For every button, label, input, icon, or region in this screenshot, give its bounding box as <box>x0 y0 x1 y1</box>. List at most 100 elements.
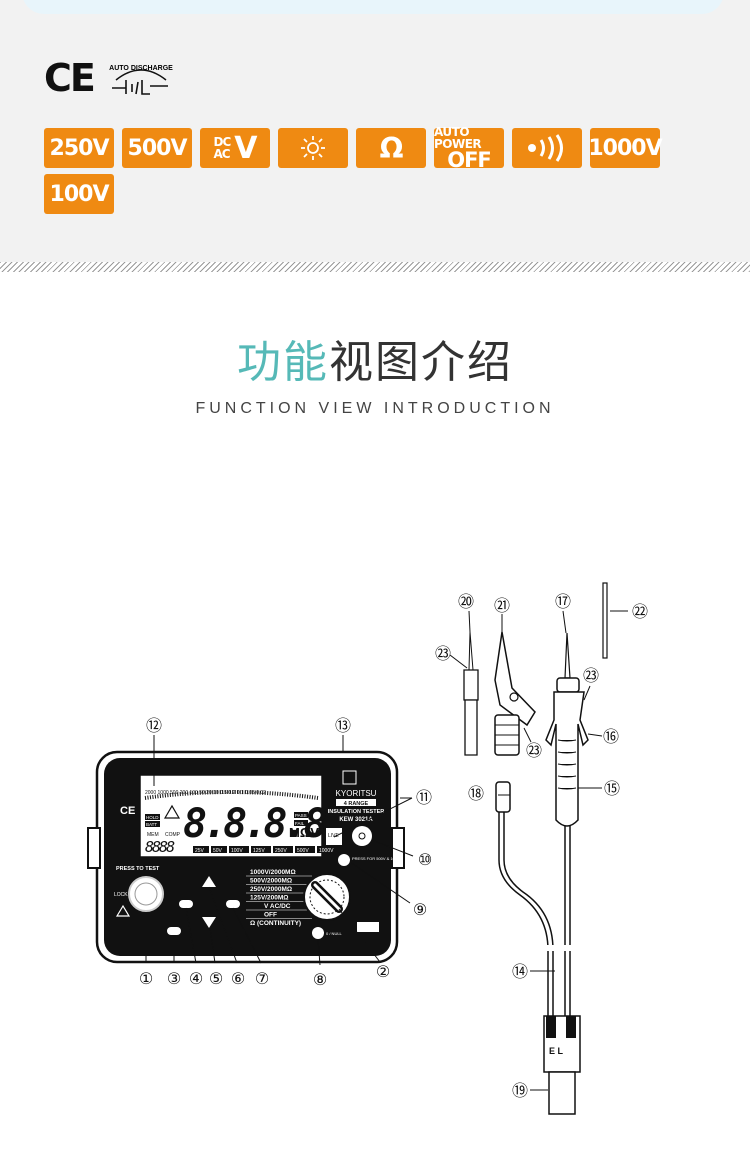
callout-23b: ㉓ <box>583 666 599 685</box>
lcd-display <box>139 774 323 858</box>
callout-7: ⑦ <box>255 969 269 988</box>
volt-label: 125V <box>253 848 265 854</box>
volt-box <box>295 846 315 853</box>
callout-19: ⑲ <box>512 1081 528 1100</box>
lead-leader-lines <box>400 610 628 1091</box>
volt-box <box>211 846 227 853</box>
range-option: 1000V/2000MΩ <box>250 869 296 876</box>
backlight-button[interactable] <box>352 826 372 846</box>
volt-label: 1000V <box>319 848 334 854</box>
press-to-test-label: PRESS TO TEST <box>116 866 160 872</box>
callout-13: ⑬ <box>335 716 351 735</box>
hold-label: HOLD <box>146 815 159 820</box>
live-label: LIVE <box>328 833 340 839</box>
callout-2: ② <box>376 962 390 981</box>
callout-8: ⑧ <box>313 970 327 989</box>
volt-box <box>317 846 341 853</box>
badge-1000v: 1000V <box>588 128 663 168</box>
alligator-clip-21 <box>494 631 536 727</box>
batt-label: BATT <box>146 822 157 827</box>
volt-label: 25V <box>195 848 205 854</box>
lcd-subdigits: 8888 <box>145 838 175 856</box>
badge-light <box>278 128 348 168</box>
null-button[interactable] <box>312 927 324 939</box>
leader-lines <box>145 735 414 966</box>
buzzer-icon <box>528 134 563 162</box>
range-option: OFF <box>264 912 277 919</box>
badge-250v: 250V <box>44 128 114 168</box>
volt-label: 50V <box>213 848 223 854</box>
discharge-label: AUTO DISCHARGE <box>109 65 173 72</box>
volt-label: 500V <box>297 848 309 854</box>
voltage-range-row: 25V 50V 100V 125V 250V 500V 1000V <box>193 846 341 854</box>
hatch-divider <box>0 262 750 272</box>
ac-label: AC <box>213 147 231 161</box>
certification-row: CE AUTO DISCHARGE <box>44 56 176 100</box>
comp-label: COMP <box>165 832 181 838</box>
probe-tip-20 <box>464 699 478 756</box>
dc-label: DC <box>213 135 232 149</box>
callout-18: ⑱ <box>468 784 484 803</box>
button-4[interactable] <box>179 900 193 908</box>
callout-14: ⑭ <box>512 962 528 981</box>
ce-mark: CE <box>44 56 96 100</box>
v-label: V <box>234 130 257 166</box>
auto-power-label: AUTO POWER <box>434 124 482 151</box>
backlight-icon <box>301 136 325 160</box>
volt-label: 250V <box>275 848 287 854</box>
callout-1: ① <box>139 969 153 988</box>
page-subtitle: FUNCTION VIEW INTRODUCTION <box>195 400 555 417</box>
callout-9: ⑨ <box>413 900 427 919</box>
title-part1: 功能 <box>237 337 329 388</box>
press-for-label: PRESS FOR 500V & 1000V <box>352 856 402 861</box>
callout-3: ③ <box>167 969 181 988</box>
press-for-button[interactable] <box>338 854 350 866</box>
lead-plug-18 <box>495 781 511 813</box>
probe-handle-15 <box>545 691 589 827</box>
callout-23c: ㉓ <box>526 741 542 760</box>
range-option: 250V/2000MΩ <box>250 886 292 893</box>
callouts: ① ③ ④ ⑤ ⑥ ⑦ ⑧ ② ⑨ ⑩ ⑪ ⑫ ⑬ ⑭ ⑮ ⑯ ⑰ ⑱ ⑲ ⑳ … <box>139 592 648 1100</box>
callout-10: ⑩ <box>418 850 432 869</box>
page-title: 功能视图介绍 <box>0 326 750 390</box>
callout-11: ⑪ <box>416 788 432 807</box>
volt-box <box>193 846 209 853</box>
callout-20: ⑳ <box>458 592 474 611</box>
badge-100v: 100V <box>44 174 114 214</box>
volt-label: 100V <box>231 848 243 854</box>
warning-icon <box>163 804 181 819</box>
callout-16: ⑯ <box>603 727 619 746</box>
button-3[interactable] <box>167 927 181 935</box>
up-button[interactable] <box>202 876 216 887</box>
down-button[interactable] <box>202 917 216 928</box>
badge-auto-power-off: AUTO POWER OFF <box>434 124 504 172</box>
probe-cap-17 <box>556 677 580 693</box>
callout-23a: ㉓ <box>435 644 451 663</box>
callout-6: ⑥ <box>231 969 245 988</box>
range-option: Ω (CONTINUITY) <box>250 920 301 927</box>
off-label: OFF <box>447 147 492 172</box>
brand-label: KYORITSU <box>336 789 377 798</box>
range-option: 500V/2000MΩ <box>250 878 292 885</box>
volt-box <box>229 846 249 853</box>
volt-box <box>273 846 293 853</box>
volt-box <box>251 846 271 853</box>
model-label: KEW 3021A <box>339 817 373 823</box>
callout-12: ⑫ <box>146 716 162 735</box>
top-card <box>22 0 724 14</box>
badge-ohm: Ω <box>356 128 426 168</box>
badge-500v: 500V <box>122 128 192 168</box>
test-leads <box>498 800 571 1016</box>
callout-22: ㉒ <box>632 602 648 621</box>
range-option: 125V/200MΩ <box>250 895 288 902</box>
callout-21: ㉑ <box>494 596 510 615</box>
test-button[interactable] <box>128 876 164 912</box>
mem-label: MEM <box>147 832 159 838</box>
comp-button[interactable] <box>226 900 240 908</box>
range-option: V AC/DC <box>264 903 291 910</box>
null-label: 0 / NULL <box>326 931 343 936</box>
auto-discharge-icon: AUTO DISCHARGE <box>109 65 173 95</box>
